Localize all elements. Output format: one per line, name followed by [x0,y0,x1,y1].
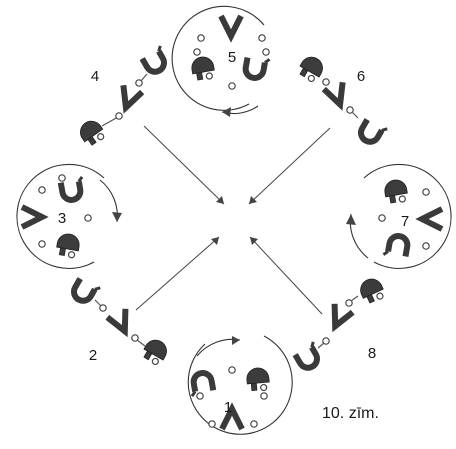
step-label-6: 6 [357,68,365,85]
step-label-4: 4 [91,68,99,85]
step-label-2: 2 [89,347,97,364]
assembly-5 [172,6,269,117]
assembly-7 [346,164,451,268]
step-label-7: 7 [401,213,409,230]
converging-arrows [136,126,330,314]
assembly-3 [17,164,122,268]
assembly-4 [76,46,171,148]
assembly-6 [296,53,387,147]
assembly-1 [188,336,292,434]
assembly-2 [71,277,171,367]
step-label-1: 1 [224,399,232,416]
step-label-3: 3 [58,210,66,227]
step-label-5: 5 [228,49,236,66]
figure-caption: 10. zīm. [322,405,379,422]
step-label-8: 8 [368,345,376,362]
